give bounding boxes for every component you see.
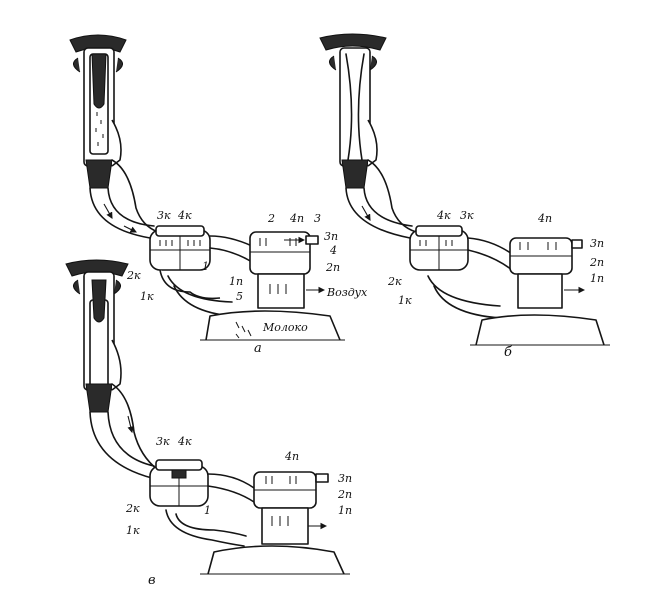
panel-v: 3к 4к 2к 1к 1 4п 3п 2п 1п в [65,259,352,588]
label-2p: 2п [337,488,352,501]
label-3: 3 [314,212,321,225]
label-3k: 3к [156,435,170,448]
labels-b: 4к 3к 2к 1к 4п 3п 2п 1п б [387,209,604,360]
collector-b [409,225,469,271]
label-4p: 4п [284,450,299,463]
panel-a: 3к 4к 2к 1к 1 2 4п 3 3п 4 1п 2п 5 Воздух… [69,34,368,356]
label-1k: 1к [398,294,412,307]
label-1k: 1к [140,290,154,303]
label-2p: 2п [589,256,604,269]
label-4k: 4к [177,209,192,222]
teat-cup-b [319,33,387,189]
label-1k: 1к [126,524,140,537]
pulsator-a [249,231,326,309]
milk-can-b [470,314,610,346]
labels-a: 3к 4к 2к 1к 1 2 4п 3 3п 4 1п 2п 5 Воздух… [126,209,368,356]
caption-v: в [148,573,156,588]
teat-cup-a [69,34,127,189]
milk-tube-a [89,159,159,239]
label-4p: 4п [289,212,304,225]
label-milk: Молоко [262,321,308,334]
milk-tube-b [345,159,417,239]
collector-a [149,225,221,300]
label-1p: 1п [229,275,243,288]
label-5: 5 [236,290,243,303]
milk-can-a [200,310,345,341]
pulsator-b [509,237,586,309]
label-3p: 3п [324,230,338,243]
label-1p: 1п [338,504,352,517]
milk-tube-v [89,383,159,479]
label-3k: 3к [460,209,474,222]
label-2p: 2п [325,261,340,274]
pulsator-hose-a [167,235,253,317]
teat-cup-v [65,259,129,413]
pulsator-hose-b [427,237,513,319]
label-3k: 3к [157,209,171,222]
label-4k: 4к [436,209,451,222]
label-1: 1 [202,260,209,273]
label-1p: 1п [590,272,604,285]
label-air: Воздух [326,286,368,299]
pulsator-v [253,471,329,545]
label-3p: 3п [590,237,604,250]
label-4p: 4п [537,212,552,225]
pulsator-hose-v [165,473,255,547]
label-4: 4 [329,244,337,257]
label-4k: 4к [177,435,192,448]
label-3p: 3п [338,472,352,485]
labels-v: 3к 4к 2к 1к 1 4п 3п 2п 1п в [125,435,352,588]
collector-v [149,459,209,507]
panel-b: 4к 3к 2к 1к 4п 3п 2п 1п б [319,33,610,360]
milk-can-v [200,545,350,575]
label-2k: 2к [126,269,141,282]
caption-b: б [504,345,512,360]
label-2: 2 [267,212,275,225]
label-2k: 2к [125,502,140,515]
label-2k: 2к [387,275,402,288]
label-1: 1 [204,504,211,517]
caption-a: а [254,341,262,356]
